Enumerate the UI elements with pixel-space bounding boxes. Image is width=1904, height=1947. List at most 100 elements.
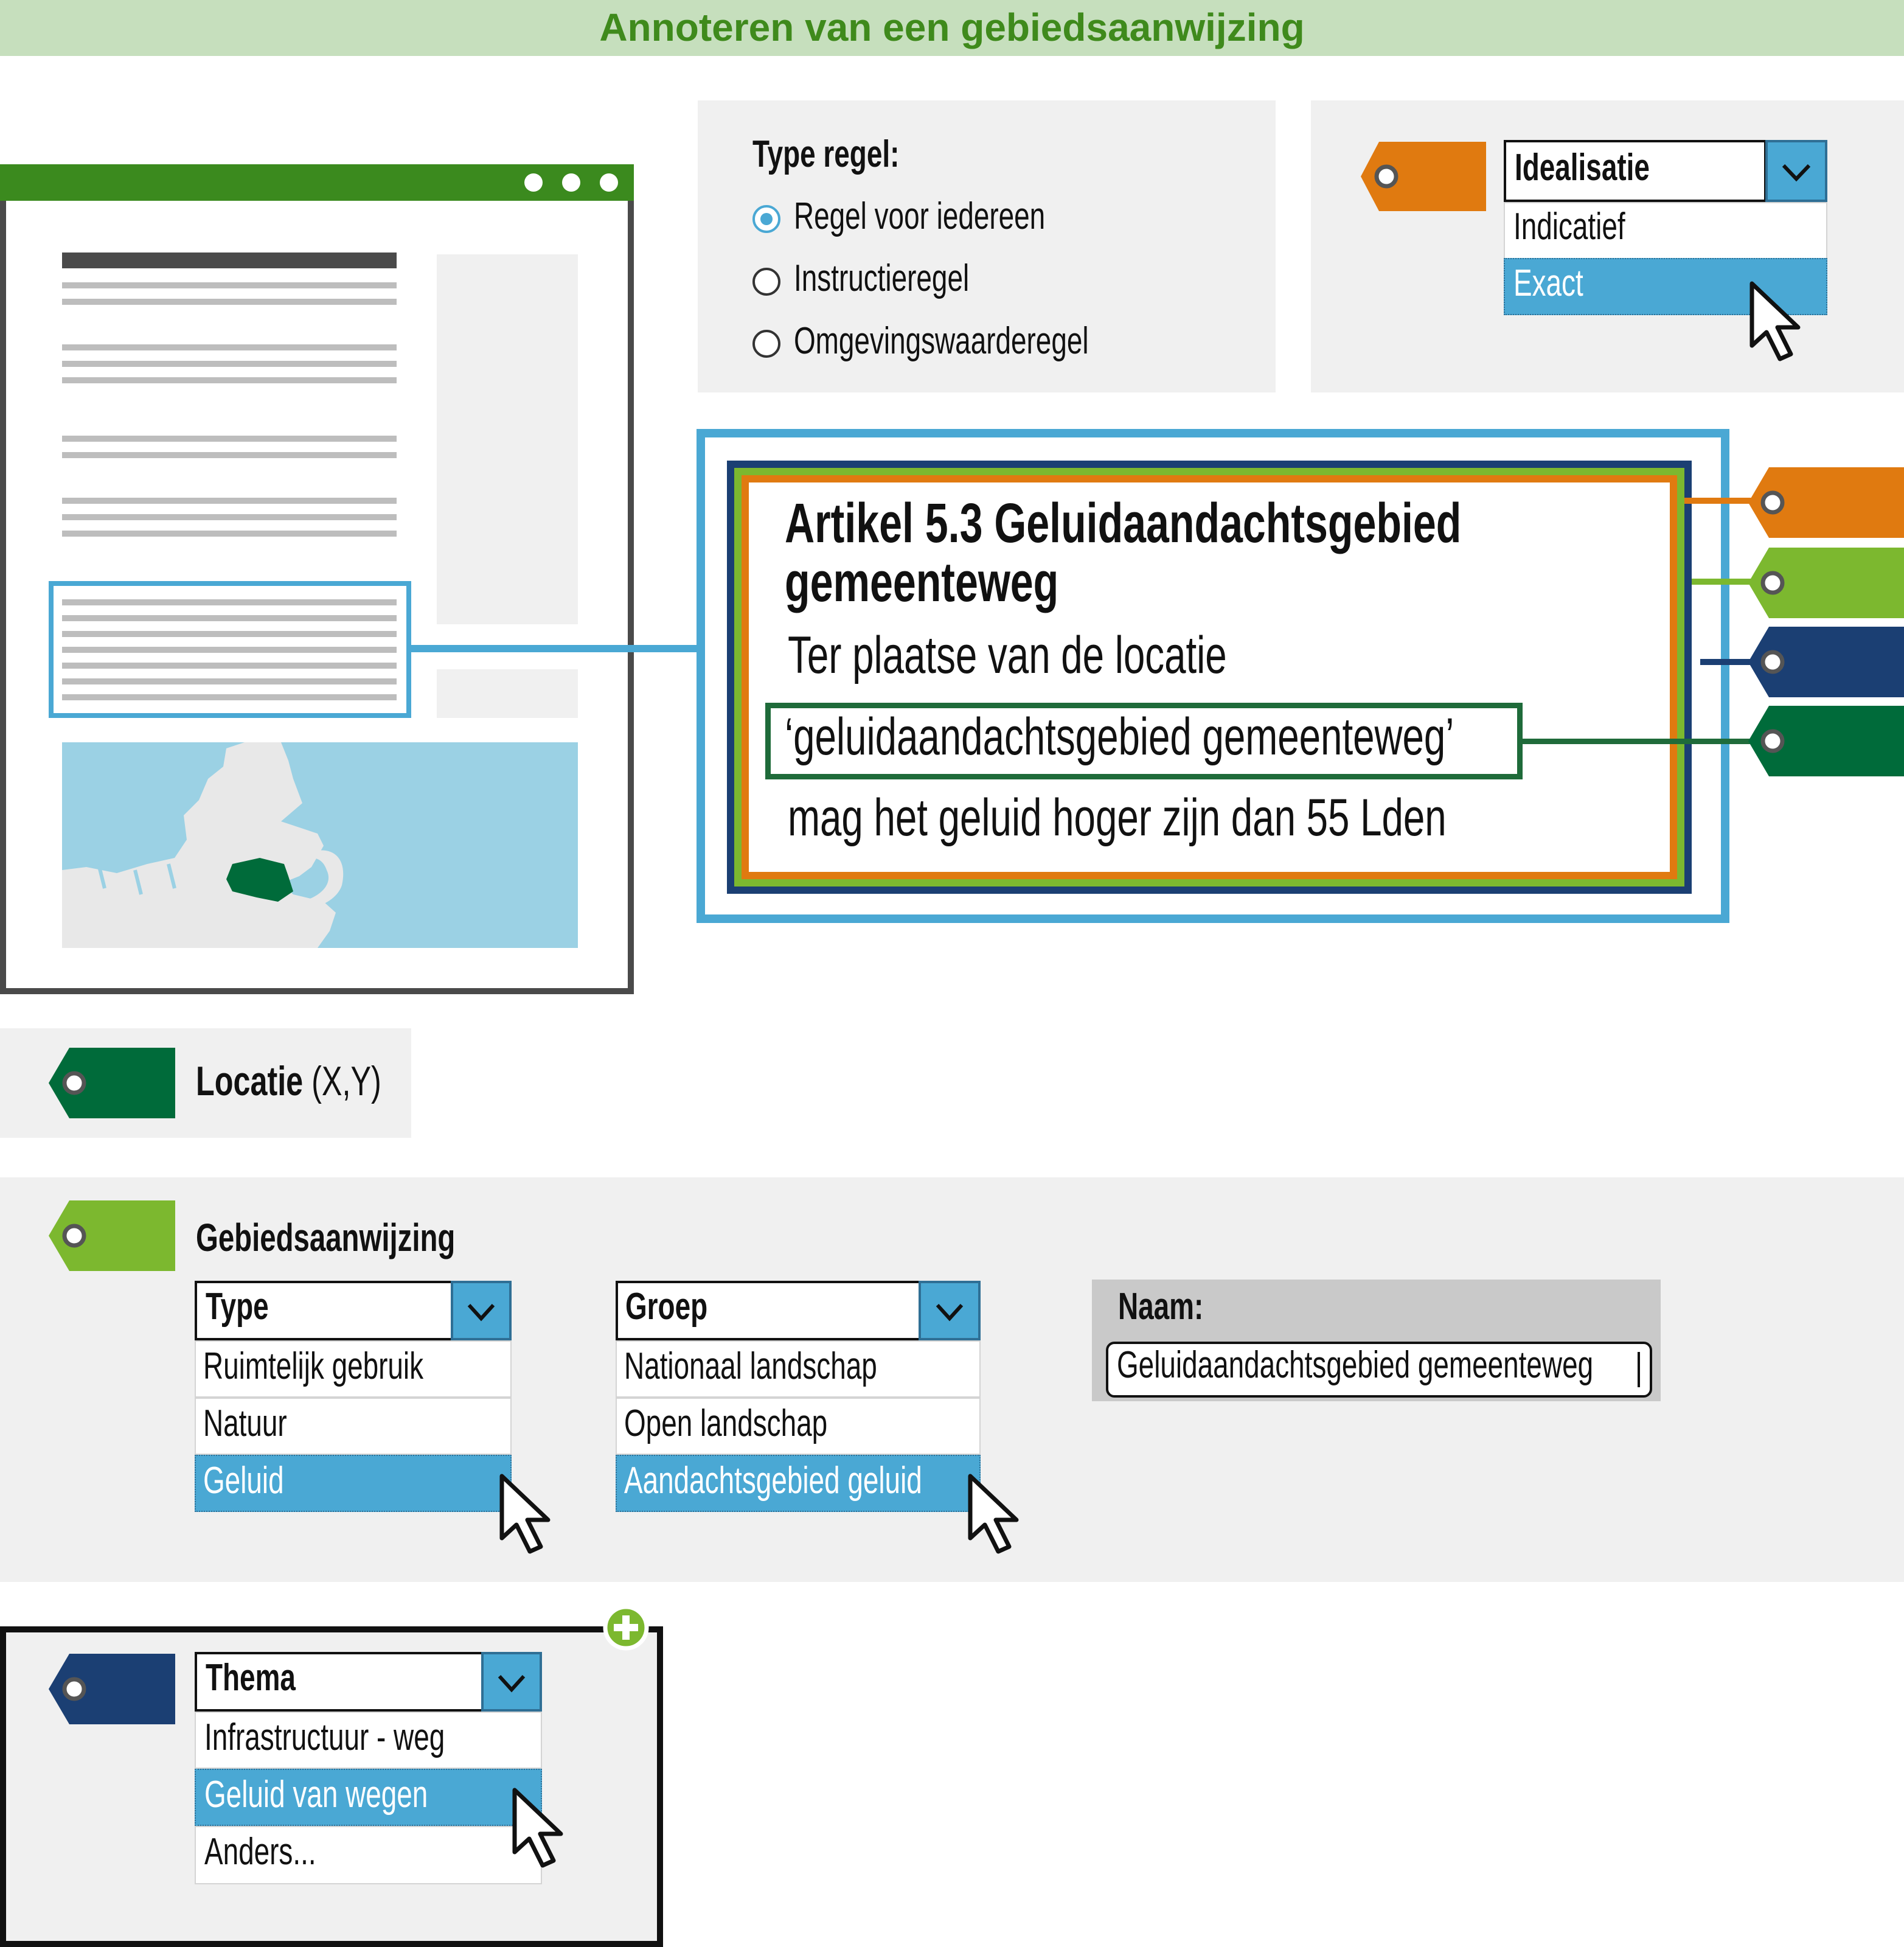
chevron-down-icon[interactable] [919,1281,981,1340]
add-plus-icon[interactable] [602,1604,650,1651]
radio-label: Instructieregel [794,257,970,299]
tag-navy-icon [1748,627,1904,697]
doc-text-line [62,436,397,442]
option-label: Infrastructuur - weg [204,1716,445,1758]
cursor-arrow-icon [499,1474,551,1554]
tag-darkgreen-icon [49,1048,175,1118]
page-title: Annoteren van een gebiedsaanwijzing [599,5,1305,49]
option-label: Nationaal landschap [624,1345,877,1387]
idealisatie-label: Idealisatie [1515,147,1650,189]
doc-text-line [62,514,397,520]
connector-orange [1684,498,1770,504]
article-text: mag het geluid hoger zijn dan 55 Lden [788,789,1447,847]
option-label: Geluid [203,1460,284,1502]
naam-input[interactable] [1106,1342,1652,1398]
doc-text-line [62,678,397,684]
dropdown-option[interactable] [616,1340,981,1398]
naam-label: Naam: [1118,1286,1204,1328]
radio-regel-voor-iedereen[interactable] [752,205,780,233]
doc-text-line [62,615,397,621]
doc-text-line [62,631,397,637]
dropdown-option-selected[interactable] [195,1455,512,1512]
dropdown-option-selected[interactable] [195,1769,542,1826]
doc-heading-line [62,253,397,268]
option-label: Aandachtsgebied geluid [624,1460,922,1502]
groep-label: Groep [625,1286,708,1328]
tag-navy-icon [49,1654,175,1724]
locatie-label: Locatie (X,Y) [196,1058,381,1104]
chevron-down-icon[interactable] [451,1281,512,1340]
article-heading: Artikel 5.3 Geluidaandachtsgebied [785,492,1462,554]
map-image [62,742,578,948]
doc-text-line [62,498,397,504]
doc-text-line [62,452,397,458]
doc-text-line [62,663,397,669]
doc-text-line [62,344,397,350]
tag-lime-icon [49,1200,175,1271]
location-highlight-box[interactable] [765,703,1523,779]
article-heading: gemeenteweg [785,551,1059,613]
doc-text-line [62,282,397,288]
article-thema-border [727,461,1692,894]
tag-orange-icon [1361,142,1486,211]
article-text: Ter plaatse van de locatie [788,626,1227,684]
connector-line [411,645,697,652]
idealisatie-dropdown[interactable] [1504,140,1767,202]
article-idealisatie-border [742,475,1677,879]
naam-input-value: Geluidaandachtsgebied gemeenteweg [1117,1344,1594,1386]
doc-text-line [62,377,397,383]
groep-dropdown[interactable] [616,1281,921,1340]
dropdown-option[interactable] [1504,202,1827,259]
option-label: Anders... [204,1831,316,1873]
tag-orange-icon [1748,467,1904,538]
dropdown-option-selected[interactable] [616,1455,981,1512]
article-gebiedsaanwijzing-border [734,468,1684,886]
dropdown-option[interactable] [195,1712,542,1769]
chevron-down-icon[interactable] [1765,140,1827,202]
option-label: Ruimtelijk gebruik [203,1345,424,1387]
gebiedsaanwijzing-label: Gebiedsaanwijzing [196,1216,456,1259]
connector-darkgreen [1523,739,1770,744]
window-dot-icon [524,173,543,192]
text-caret [1638,1352,1640,1387]
chevron-down-icon[interactable] [481,1652,542,1712]
tag-darkgreen-icon [1748,706,1904,776]
type-regel-label: Type regel: [752,133,900,175]
dropdown-option[interactable] [616,1398,981,1455]
dropdown-option[interactable] [195,1826,542,1884]
option-label: Geluid van wegen [204,1774,428,1816]
doc-text-line [62,647,397,653]
radio-instructieregel[interactable] [752,268,780,296]
cursor-arrow-icon [1749,281,1801,361]
option-label: Indicatief [1513,206,1625,248]
connector-navy [1700,659,1770,665]
window-dot-icon [562,173,580,192]
radio-label: Omgevingswaarderegel [794,320,1089,362]
radio-label: Regel voor iedereen [794,195,1046,237]
dropdown-option[interactable] [195,1340,512,1398]
tag-lime-icon [1748,548,1904,618]
doc-text-line [62,694,397,700]
thema-label: Thema [206,1657,296,1699]
article-highlight-text: ‘geluidaandachtsgebied gemeenteweg’ [785,708,1454,766]
doc-sidebar-block [437,254,578,624]
doc-text-line [62,299,397,305]
radio-omgevingswaarderegel[interactable] [752,330,780,358]
doc-text-line [62,531,397,537]
doc-sidebar-block [437,669,578,718]
thema-dropdown[interactable] [195,1652,484,1712]
cursor-arrow-icon [968,1474,1019,1554]
option-label: Open landschap [624,1402,828,1444]
type-regel-panel [698,100,1276,392]
type-label: Type [206,1286,269,1328]
option-label: Natuur [203,1402,287,1444]
title-bar [0,0,1904,56]
option-label: Exact [1513,262,1583,304]
connector-lime [1692,579,1770,585]
type-dropdown[interactable] [195,1281,453,1340]
window-dot-icon [600,173,618,192]
doc-text-line [62,361,397,367]
cursor-arrow-icon [512,1788,563,1868]
dropdown-option[interactable] [195,1398,512,1455]
doc-text-line [62,599,397,605]
